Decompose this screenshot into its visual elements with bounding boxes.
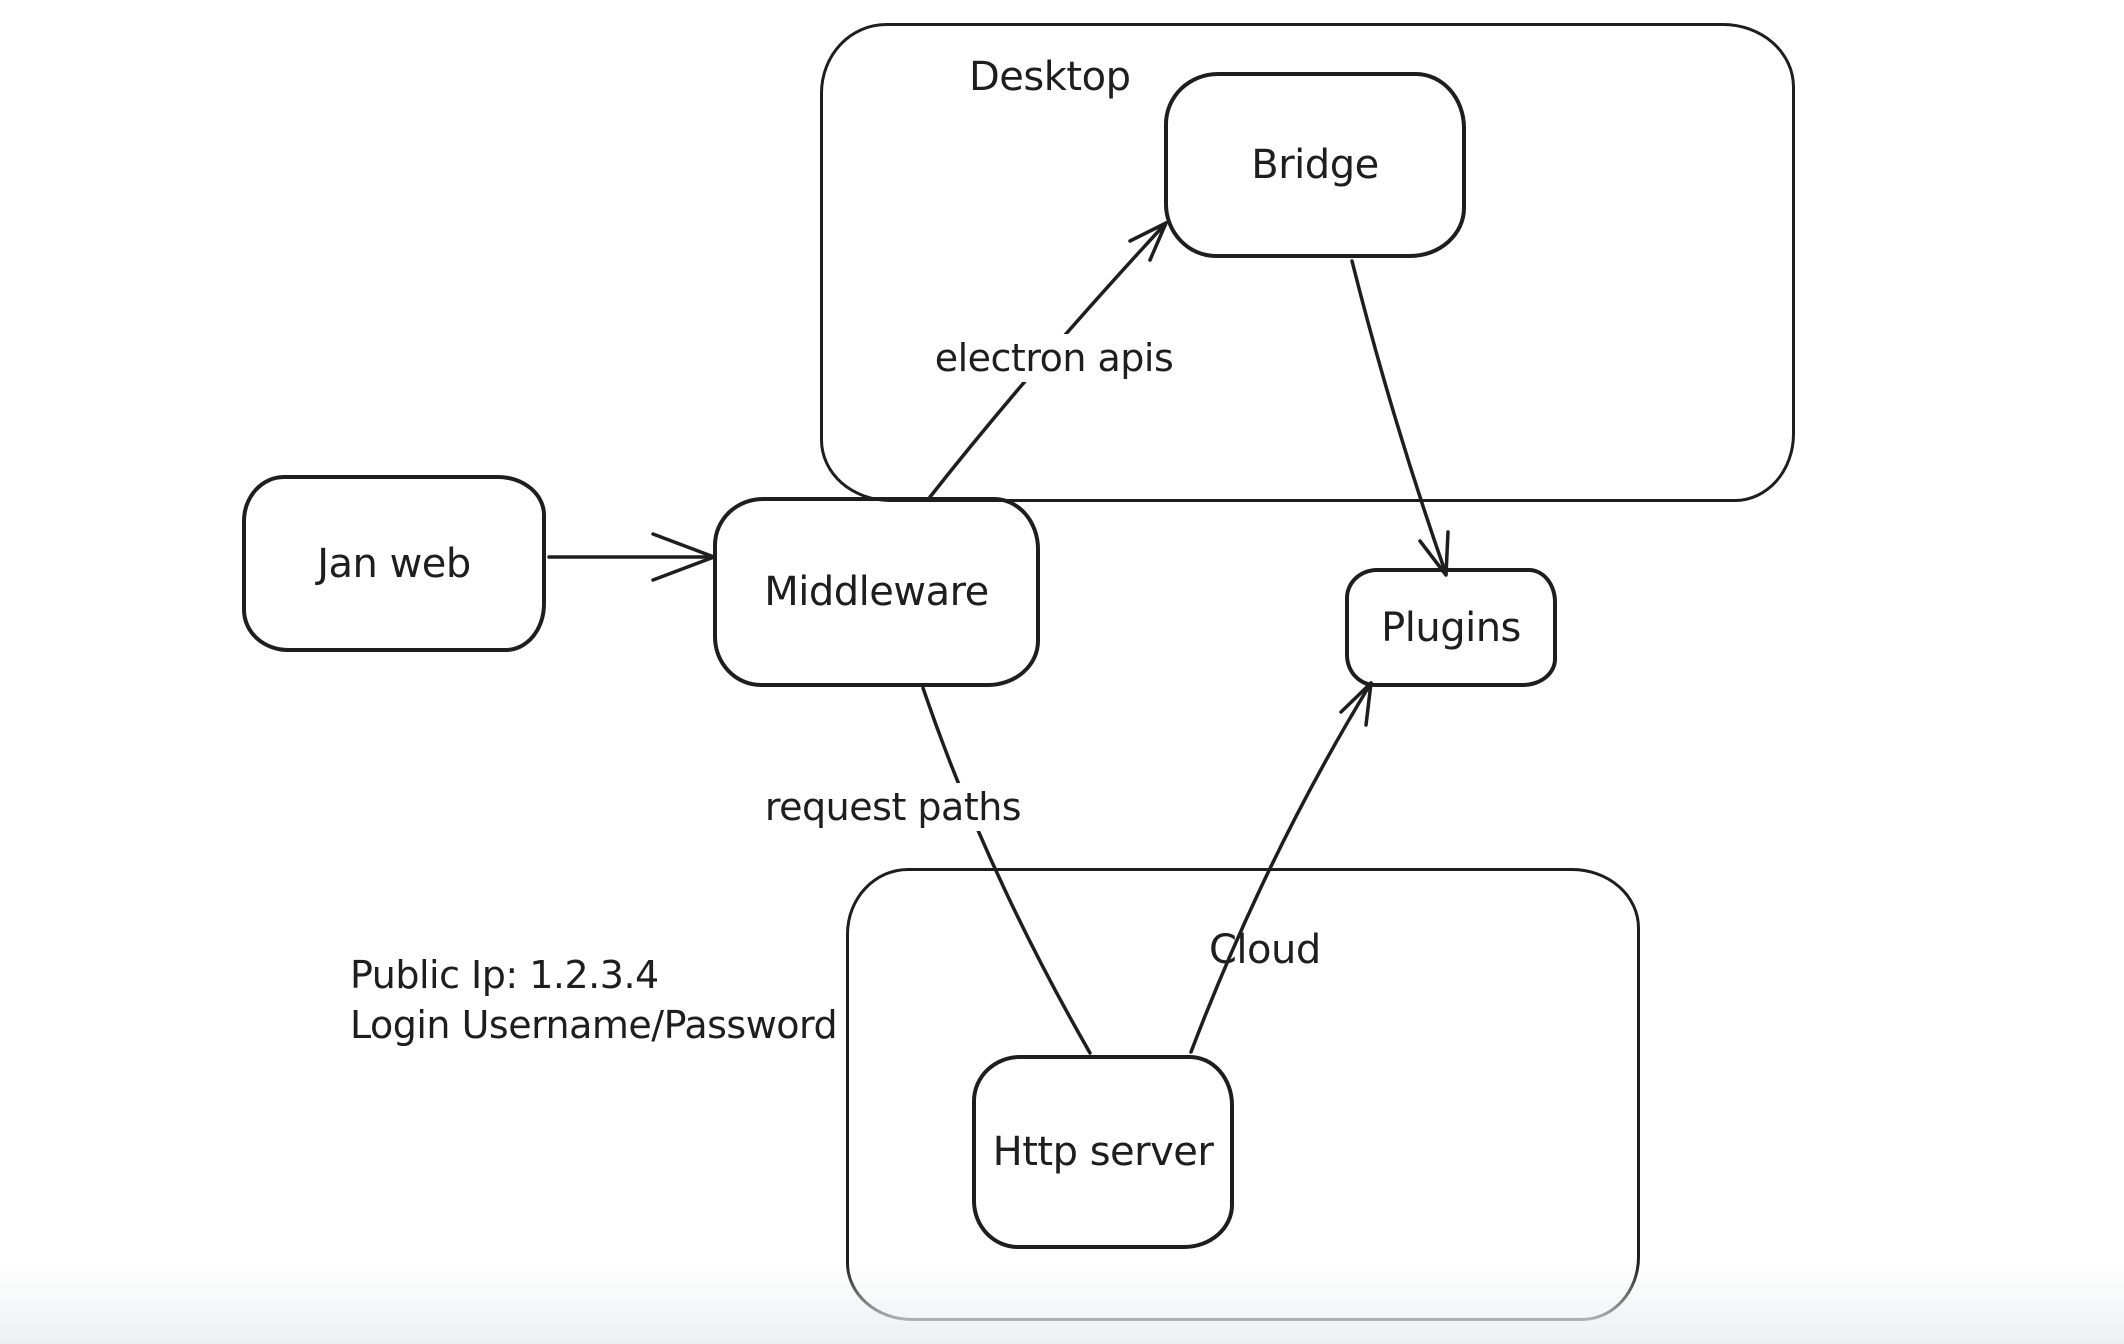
node-plugins[interactable]: Plugins [1345, 568, 1557, 687]
node-bridge-label: Bridge [1251, 142, 1379, 188]
line-middleware-to-http-server[interactable] [921, 686, 1092, 1055]
arrow-bridge-to-plugins[interactable] [1350, 259, 1450, 577]
node-plugins-label: Plugins [1381, 604, 1521, 651]
node-http-server[interactable]: Http server [972, 1055, 1234, 1249]
annotation-credentials[interactable]: Public Ip: 1.2.3.4 Login Username/Passwo… [350, 950, 838, 1050]
node-http-server-label: Http server [992, 1129, 1214, 1175]
edge-label-electron-apis[interactable]: electron apis [924, 334, 1184, 382]
arrow-http-server-to-plugins[interactable] [1189, 681, 1373, 1054]
node-jan-web[interactable]: Jan web [242, 475, 546, 652]
node-middleware[interactable]: Middleware [713, 497, 1040, 687]
arrow-jan-web-to-middleware[interactable] [547, 532, 716, 582]
container-desktop-label: Desktop [969, 54, 1131, 100]
container-desktop[interactable]: Desktop [820, 23, 1795, 502]
edge-label-request-paths[interactable]: request paths [754, 783, 1032, 831]
bottom-fade [0, 1264, 2124, 1344]
annotation-login: Login Username/Password [350, 1003, 838, 1047]
node-middleware-label: Middleware [764, 569, 989, 615]
annotation-public-ip: Public Ip: 1.2.3.4 [350, 953, 659, 997]
node-jan-web-label: Jan web [317, 540, 471, 587]
node-bridge[interactable]: Bridge [1164, 72, 1466, 258]
